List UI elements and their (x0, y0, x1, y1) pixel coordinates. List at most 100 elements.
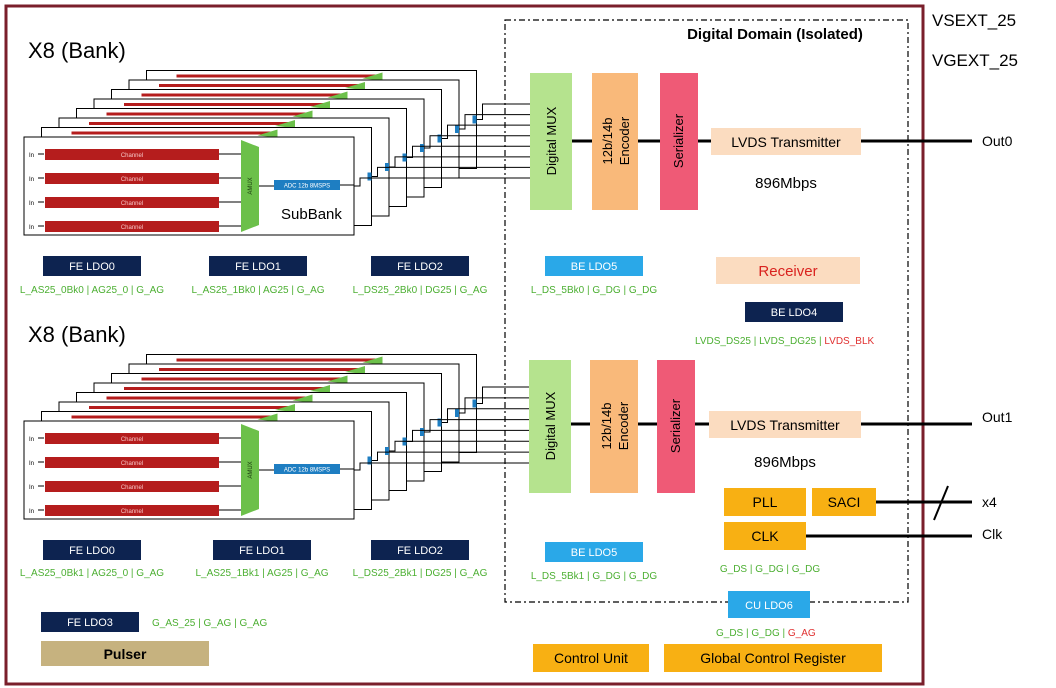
be-ldo4-pins: LVDS_DS25 | LVDS_DG25 | LVDS_BLK (695, 336, 875, 347)
fe-ldo2-top-box (371, 256, 469, 276)
channel-strip (71, 131, 272, 135)
be-ldo5-top-label: BE LDO5 (571, 261, 617, 273)
data-bus-wire (389, 440, 529, 452)
channel-strip (89, 406, 289, 409)
pulser-block (41, 641, 209, 666)
encoder-bottom-label-1: 12b/14b (599, 403, 614, 450)
clk-pins: G_DS | G_DG | G_DG (720, 564, 820, 575)
fe-ldo2-bottom-label: FE LDO2 (397, 545, 443, 557)
lvds-transmitter-top-label: LVDS Transmitter (731, 134, 841, 150)
amux-strip (275, 404, 295, 412)
adc-label: ADC 12b 8MSPS (284, 184, 330, 190)
serializer-bottom-label: Serializer (668, 398, 683, 453)
amux-strip (257, 413, 278, 422)
lvds-rate-bottom: 896Mbps (754, 454, 816, 471)
fe-ldo0-top-pins: L_AS25_0Bk0 | AG25_0 | G_AG (20, 285, 164, 296)
bank-bottom-title: X8 (Bank) (28, 322, 126, 347)
channel-bar (45, 221, 219, 232)
fe-ldo3-pins: G_AS_25 | G_AG | G_AG (152, 618, 267, 629)
channel-label: Channel (121, 461, 143, 467)
channel-strip (176, 74, 377, 78)
tap-marker (472, 399, 477, 408)
serializer-top-label: Serializer (671, 113, 686, 168)
encoder-top (592, 73, 638, 210)
pll-block (724, 488, 806, 516)
digital-mux-top (530, 73, 572, 210)
digital-mux-bottom (529, 360, 571, 493)
amux-label: AMUX (248, 461, 254, 478)
clk-block-label: CLK (751, 528, 779, 544)
lvds-transmitter-top (711, 128, 861, 155)
channel-strip (124, 387, 324, 390)
amux-strip (310, 101, 330, 109)
channel-bar (45, 481, 219, 492)
data-bus-wire (406, 429, 529, 442)
be-ldo4-label: BE LDO4 (771, 307, 817, 319)
data-bus-wire (354, 462, 529, 471)
tap-marker (437, 418, 442, 427)
channel-input-label: In (29, 437, 34, 443)
clk-ext-label: Clk (982, 526, 1003, 542)
fe-ldo1-top-pins: L_AS25_1Bk0 | AG25 | G_AG (191, 285, 324, 296)
fe-ldo1-top-box (209, 256, 307, 276)
lvds-rate-top: 896Mbps (755, 175, 817, 192)
receiver-label: Receiver (758, 263, 817, 280)
be-ldo5-top-box (545, 256, 643, 276)
channel-label: Channel (121, 485, 143, 491)
global-control-register-label: Global Control Register (700, 650, 846, 666)
amux-strip (362, 356, 383, 365)
tap-marker (437, 134, 442, 143)
amux-strip (327, 91, 348, 100)
channel-strip (71, 415, 272, 419)
amux-strip (345, 82, 365, 90)
channel-strip (159, 84, 359, 87)
be-ldo5-bottom-label: BE LDO5 (571, 547, 617, 559)
digital-domain-title: Digital Domain (Isolated) (687, 26, 863, 43)
amux-strip (362, 72, 383, 81)
data-bus-wire (441, 124, 530, 139)
channel-label: Channel (121, 153, 143, 159)
amux-strip (275, 120, 295, 128)
data-bus-wire (459, 114, 530, 130)
tap-marker (420, 144, 424, 152)
adc-label: ADC 12b 8MSPS (284, 468, 330, 474)
control-unit-label: Control Unit (554, 650, 628, 666)
channel-strip (141, 93, 342, 97)
be-ldo5-bottom-pins: L_DS_5Bk1 | G_DG | G_DG (531, 571, 658, 582)
vsext-label: VSEXT_25 (932, 11, 1016, 30)
tap-marker (472, 115, 477, 124)
cu-ldo6-pins-b: G_AG (788, 628, 816, 639)
fe-ldo0-bottom-box (43, 540, 141, 560)
encoder-top-label-1: 12b/14b (600, 118, 615, 165)
adc-block (274, 464, 340, 474)
digital-mux-bottom-label: Digital MUX (543, 391, 558, 460)
channel-bar (45, 505, 219, 516)
channel-input-label: In (29, 153, 34, 159)
amux-strip (327, 375, 348, 384)
channel-label: Channel (121, 437, 143, 443)
tap-marker (402, 153, 407, 162)
channel-input-label: In (29, 485, 34, 491)
subbank-label: SubBank (281, 206, 342, 223)
global-control-register-block (664, 644, 882, 672)
amux-strip (257, 129, 278, 138)
fe-ldo1-bottom-box (213, 540, 311, 560)
cu-ldo6-pins-a: G_DS | G_DG | (716, 628, 788, 639)
fe-ldo0-bottom-label: FE LDO0 (69, 545, 115, 557)
data-bus-wire (354, 177, 530, 187)
tap-marker (367, 456, 372, 465)
saci-block (812, 488, 876, 516)
digital-mux-top-label: Digital MUX (544, 106, 559, 175)
be-ldo4-pins-b: LVDS_BLK (824, 336, 874, 347)
serializer-bottom (657, 360, 695, 493)
tap-marker (367, 172, 372, 181)
digital-domain-boundary (504, 19, 909, 603)
channel-input-label: In (29, 225, 34, 231)
fe-ldo3-label: FE LDO3 (67, 617, 113, 629)
lvds-transmitter-bottom-label: LVDS Transmitter (730, 417, 840, 433)
bus-slash (933, 485, 949, 521)
clk-block (724, 522, 806, 550)
channel-strip (124, 103, 324, 106)
